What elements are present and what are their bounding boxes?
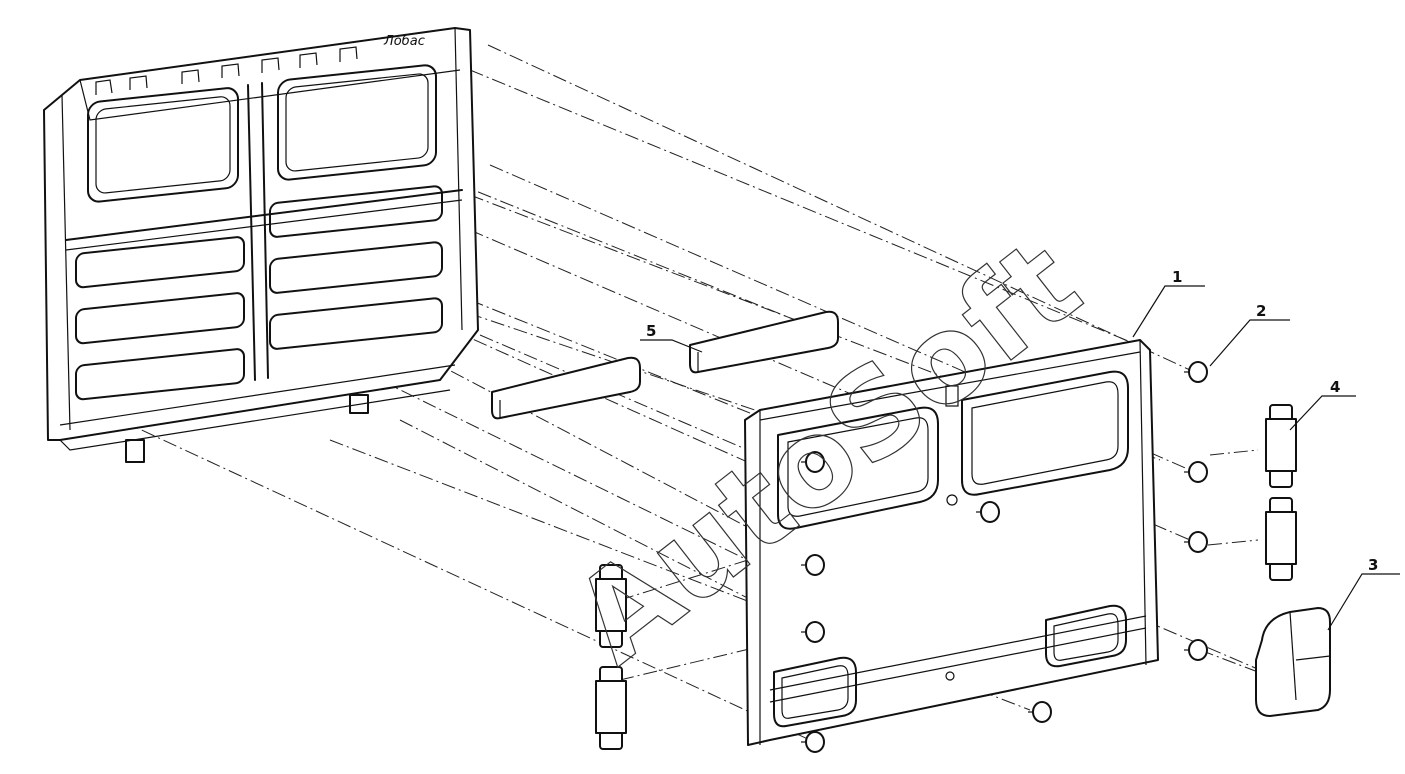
part-4-brackets <box>595 404 1297 750</box>
callout-1: 1 <box>1132 268 1205 338</box>
callouts: 1 2 3 4 5 <box>640 268 1400 631</box>
frame-stamp-text: Лобас <box>383 34 425 49</box>
part-5-trim-strips <box>491 310 839 420</box>
callout-5: 5 <box>640 322 703 353</box>
part-2-clips <box>801 361 1208 753</box>
cab-rear-frame: Лобас <box>43 27 479 463</box>
callout-5-label: 5 <box>646 322 656 340</box>
callout-4-label: 4 <box>1330 378 1340 396</box>
part-3-corner-cap <box>1255 607 1331 717</box>
callout-4: 4 <box>1289 378 1356 431</box>
callout-3: 3 <box>1327 556 1400 631</box>
callout-2: 2 <box>1209 302 1290 367</box>
callout-2-label: 2 <box>1256 302 1266 320</box>
callout-3-label: 3 <box>1368 556 1378 574</box>
callout-1-label: 1 <box>1172 268 1182 286</box>
part-1-rear-panel <box>744 339 1159 746</box>
